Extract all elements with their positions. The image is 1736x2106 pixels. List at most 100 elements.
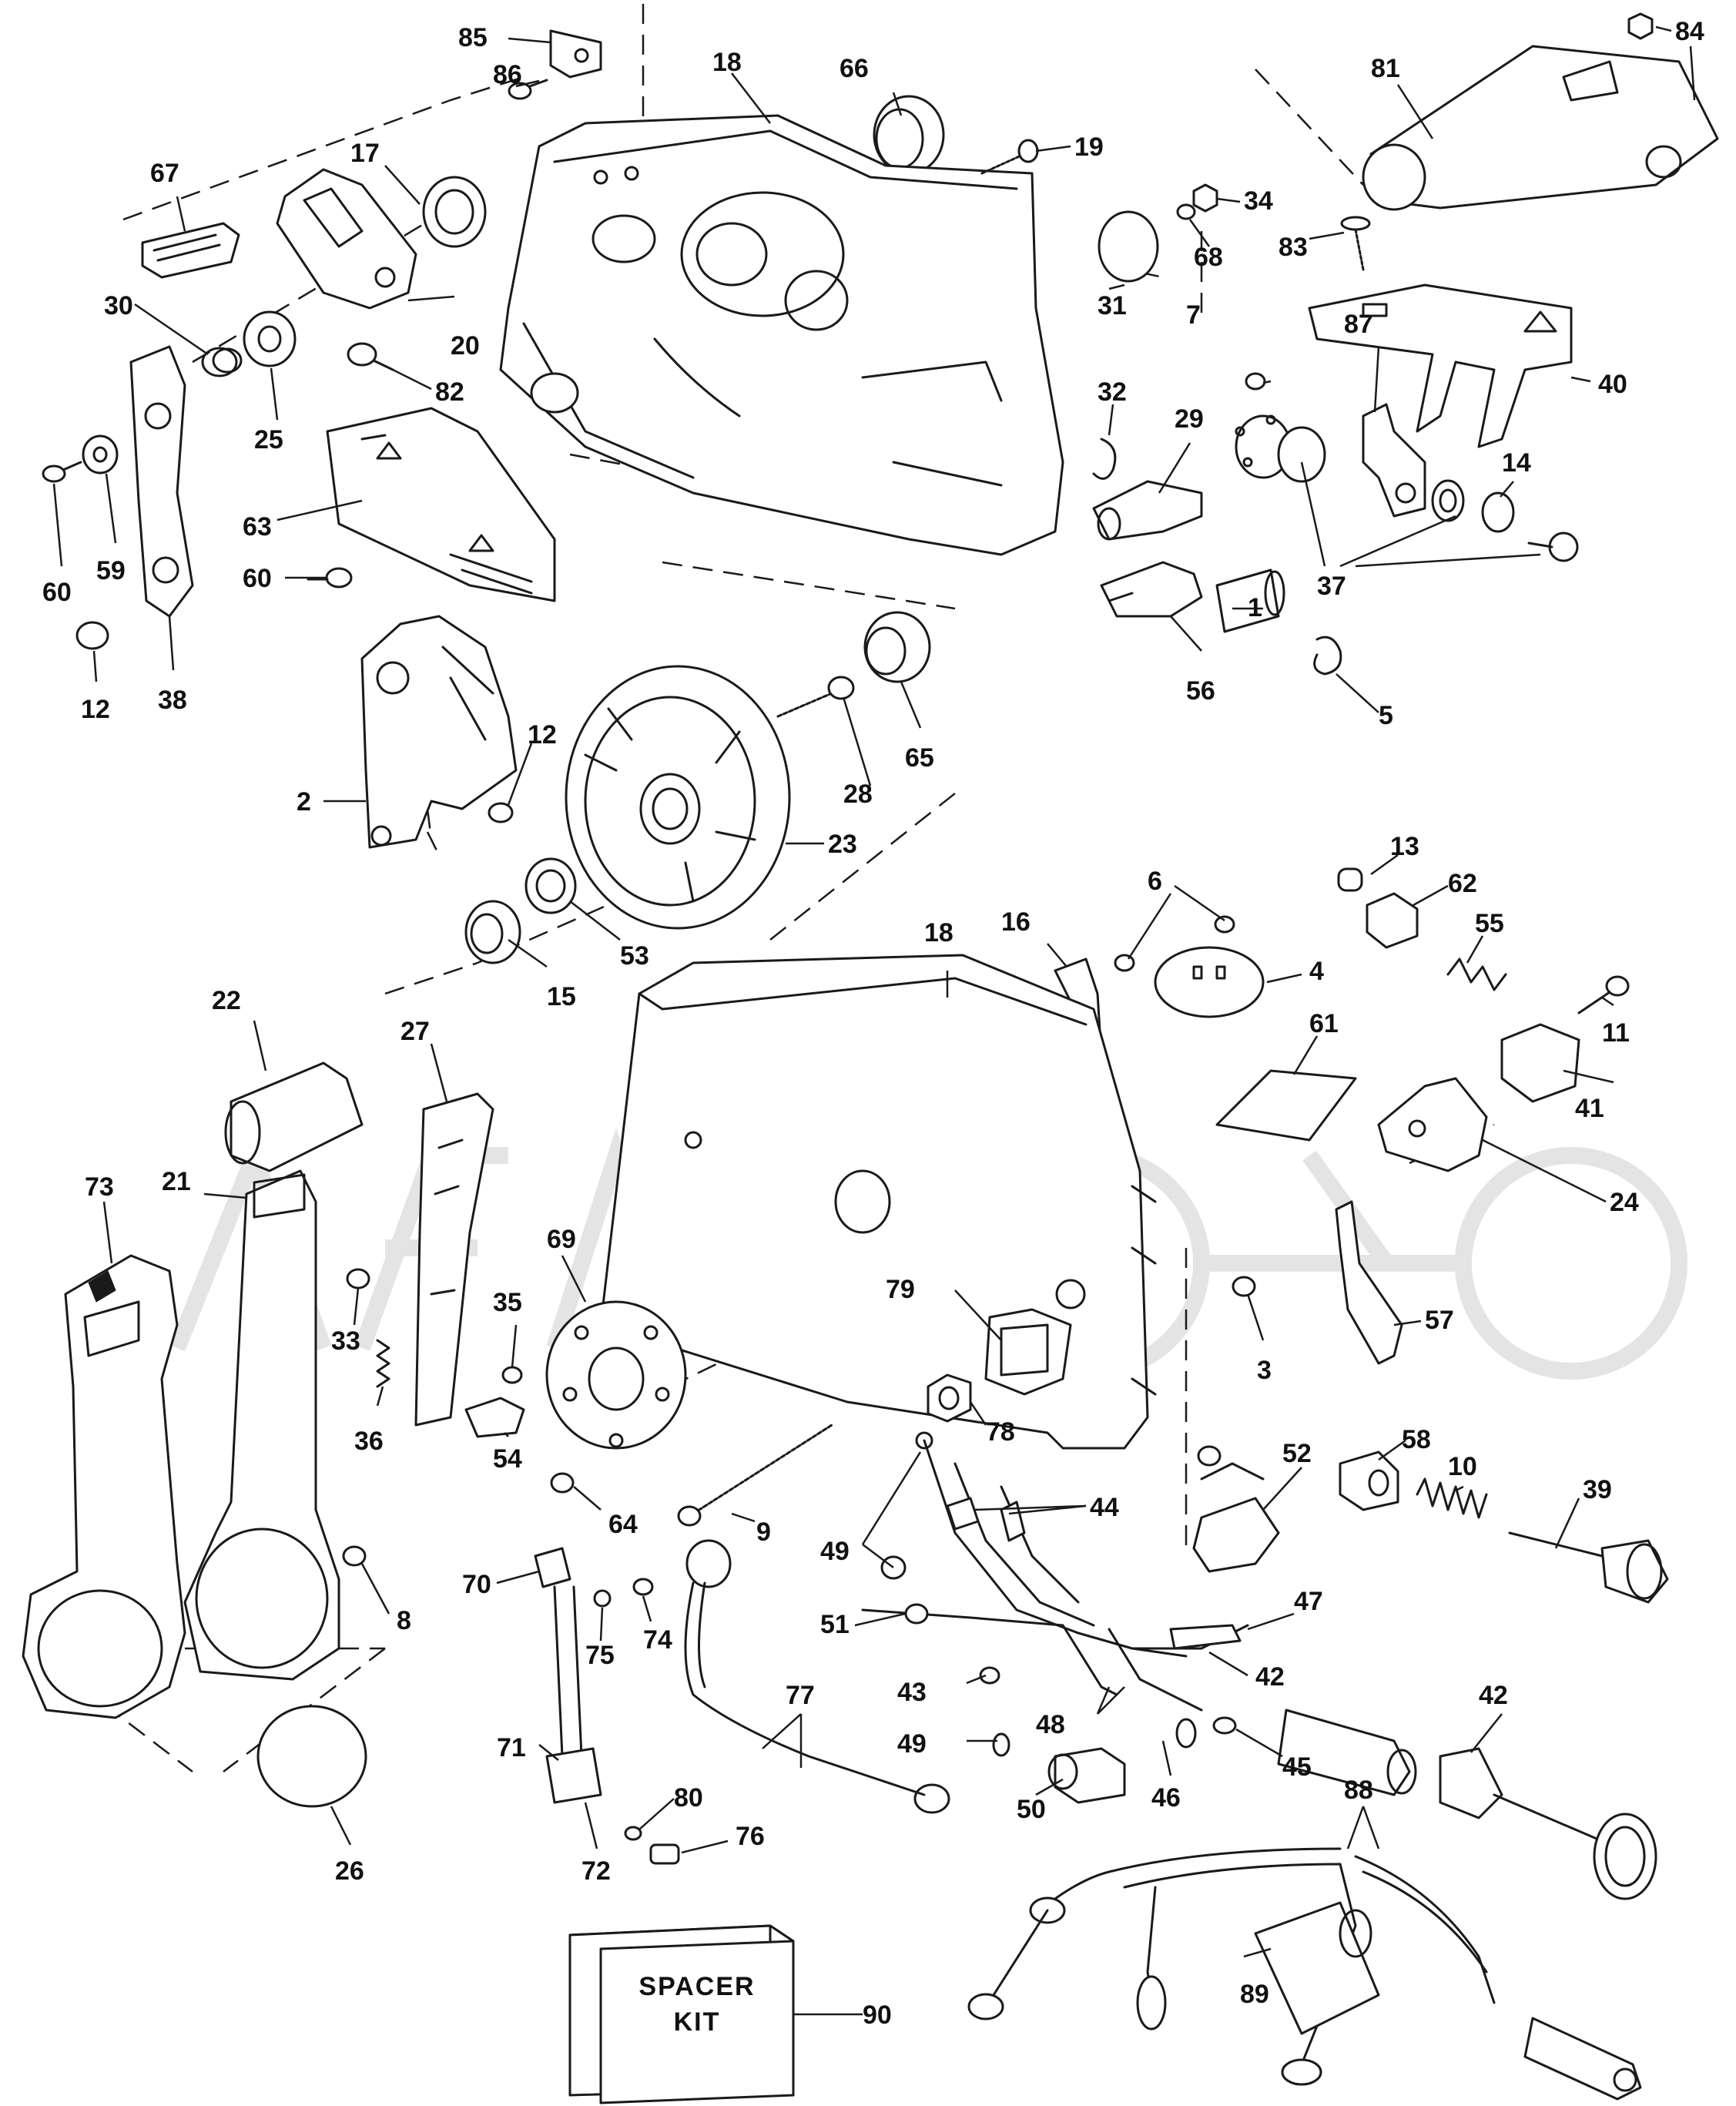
part-61-pad [1215,1069,1357,1142]
part-57-link [1335,1200,1403,1365]
part-66-bushing [873,95,945,175]
callout-69: 69 [547,1225,576,1254]
part-52-trim-switch [1192,1445,1280,1573]
callout-74: 74 [643,1625,672,1655]
callout-46: 46 [1151,1783,1181,1813]
callout-34: 34 [1244,186,1273,216]
callout-81: 81 [1371,54,1400,83]
callout-80: 80 [674,1783,703,1813]
callout-30: 30 [104,291,133,320]
part-77-trim-cable [684,1539,950,1814]
callout-23: 23 [828,830,857,859]
callout-labels: 85 86 18 66 19 81 84 67 17 34 68 83 30 2… [42,17,1704,2030]
callout-42-lower: 42 [1479,1681,1508,1710]
callout-42-upper: 42 [1255,1662,1285,1692]
callout-39: 39 [1583,1475,1612,1504]
part-13-pin [1337,867,1363,892]
part-39-throttle-knob [1508,1531,1669,1604]
part-42-harness-plug [1277,1709,1657,1900]
part-35-screw [501,1366,523,1384]
part-26-cover [256,1705,367,1808]
part-82-screw [347,342,394,371]
callout-54: 54 [493,1444,522,1474]
callout-60-plate: 60 [243,564,272,593]
part-37-key [1527,532,1579,562]
callout-5: 5 [1379,701,1393,730]
part-36-spring [376,1339,390,1388]
part-73-handle-grip [22,1254,186,1719]
part-30-spring [201,347,243,377]
callout-90: 90 [863,2000,892,2030]
part-76-connector [649,1843,680,1865]
callout-77: 77 [786,1681,815,1710]
part-60-screw-upper [42,461,82,483]
callout-3: 3 [1257,1356,1272,1385]
callout-22: 22 [212,986,241,1015]
callout-49-upper: 49 [820,1537,850,1566]
spacer-kit-label-line2: KIT [674,2007,721,2037]
part-90-spacer-kit: SPACER KIT [568,1924,795,2104]
callout-56: 56 [1186,676,1215,706]
callout-16: 16 [1001,907,1031,937]
part-55-spring [1446,957,1507,991]
part-89-sleeve [1254,1901,1380,2035]
callout-21: 21 [162,1167,191,1196]
part-19-screw [980,139,1039,175]
callout-17: 17 [350,139,380,168]
callout-7: 7 [1186,300,1201,330]
part-71-harness [545,1585,602,1804]
part-59-washer [82,434,119,475]
part-85-retainer [549,29,602,79]
callout-79: 79 [886,1275,915,1304]
wiring-harness [861,1431,1249,1757]
part-75-clip [593,1589,612,1608]
part-4-buzzer [1154,946,1265,1018]
callout-78: 78 [986,1417,1015,1447]
callout-71: 71 [497,1733,526,1762]
callout-47: 47 [1294,1587,1323,1616]
part-41-switch [1500,1023,1580,1103]
callout-27: 27 [400,1017,430,1046]
part-88-battery-cables [967,1847,1642,2101]
part-81-shift-arm [1362,45,1719,211]
part-62-holder [1366,892,1419,949]
callout-35: 35 [493,1288,522,1317]
part-14-boot [1481,491,1515,533]
callout-40: 40 [1598,370,1627,399]
callout-44: 44 [1090,1493,1119,1522]
callout-6: 6 [1148,867,1162,896]
callout-51: 51 [820,1610,850,1639]
callout-43: 43 [897,1678,927,1707]
part-78-nut [927,1373,972,1423]
callout-85: 85 [458,23,488,52]
callout-68: 68 [1194,243,1223,272]
callout-72: 72 [581,1856,611,1886]
part-11-screw [1577,975,1630,1014]
part-40-neutral-bracket [1308,283,1573,448]
part-34-nut [1192,183,1218,213]
part-64-screw [550,1472,575,1494]
callout-45: 45 [1282,1752,1312,1782]
part-58-holder [1339,1450,1399,1511]
callout-10: 10 [1448,1452,1477,1481]
callout-29: 29 [1175,404,1204,434]
part-80-screw [624,1826,642,1841]
callout-8: 8 [397,1606,411,1635]
callout-41: 41 [1575,1094,1604,1123]
callout-64: 64 [608,1510,638,1539]
callout-70: 70 [462,1570,491,1599]
part-63-instruction-plate [326,407,556,602]
part-53-lockwasher [524,857,577,914]
part-68-lockwasher [1176,203,1196,220]
part-84-nut [1627,12,1654,40]
part-79-seal [984,1308,1072,1396]
part-20-cam-plate [276,168,417,310]
callout-86: 86 [493,60,522,89]
part-50-connector [1047,1747,1126,1804]
callout-59: 59 [96,556,126,585]
part-86-screw [508,79,548,100]
callout-14: 14 [1502,448,1531,478]
callout-82: 82 [435,377,464,407]
callout-32: 32 [1098,377,1127,407]
part-56-clip [1100,561,1203,618]
